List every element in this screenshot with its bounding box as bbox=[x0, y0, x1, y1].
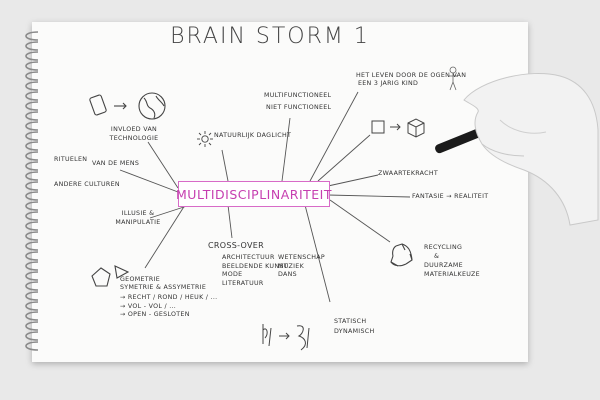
phone-to-globe-sketch bbox=[89, 92, 166, 120]
crossover-item: WETENSCHAP bbox=[278, 254, 325, 261]
crossover-item: DANS bbox=[278, 271, 297, 278]
square-to-cube-sketch bbox=[371, 118, 425, 138]
note-crossover: CROSS-OVER bbox=[208, 241, 264, 250]
crossover-item: MUZIEK bbox=[278, 262, 305, 270]
note-not-functional: NIET FUNCTIONEEL bbox=[266, 104, 332, 111]
child-figure-sketch bbox=[449, 66, 457, 91]
note-sustainable: DUURZAME MATERIALKEUZE bbox=[424, 262, 480, 278]
note-life-line1: HET LEVEN DOOR DE OGEN VAN bbox=[356, 72, 467, 79]
note-illusion: ILLUSIE & MANIPULATIE bbox=[115, 210, 161, 226]
note-gravity: ZWAARTEKRACHT bbox=[378, 170, 439, 177]
crossover-item: ARCHITECTUUR bbox=[222, 254, 275, 261]
spiral-binding bbox=[25, 31, 39, 351]
pentagon-triangle-sketch bbox=[91, 265, 130, 287]
crossover-item: MODE bbox=[222, 271, 243, 278]
central-topic: MULTIDISCIPLINARITEIT bbox=[176, 181, 332, 207]
crossover-list-left: ARCHITECTUUR BEELDENDE KUNST MODE LITERA… bbox=[222, 254, 288, 288]
geometry-item: → OPEN - GESLOTEN bbox=[120, 311, 190, 318]
note-recycling-and: & bbox=[434, 253, 440, 260]
crossover-item: BEELDENDE KUNST bbox=[222, 262, 288, 270]
note-life-line2: EEN 3 JARIG KIND bbox=[358, 80, 419, 87]
hand-holding-pen bbox=[435, 73, 599, 226]
page-title: BRAIN STORM 1 bbox=[170, 24, 370, 49]
note-dynamic: DYNAMISCH bbox=[334, 328, 375, 335]
note-symmetry: SYMETRIE & ASSYMETRIE bbox=[120, 284, 207, 291]
geometry-list: → RECHT / ROND / HEUK / ... → VOL - VOL … bbox=[120, 294, 217, 320]
note-static: STATISCH bbox=[334, 318, 367, 325]
geometry-item: → RECHT / ROND / HEUK / ... bbox=[120, 294, 218, 301]
note-technology: INVLOED VAN TECHNOLOGIE bbox=[109, 126, 159, 142]
crossover-list-right: WETENSCHAP MUZIEK DANS bbox=[278, 254, 325, 280]
sun-icon bbox=[197, 131, 213, 147]
note-other-cultures: ANDERE CULTUREN bbox=[54, 181, 120, 188]
note-of-mankind: VAN DE MENS bbox=[92, 160, 140, 167]
note-geometry: GEOMETRIE bbox=[120, 276, 160, 283]
note-recycling: RECYCLING bbox=[424, 244, 463, 251]
note-daylight: NATUURLIJK DAGLICHT bbox=[214, 132, 292, 139]
recycling-icon bbox=[390, 243, 413, 267]
geometry-item: → VOL - VOL / ... bbox=[120, 302, 177, 310]
note-multifunctional: MULTIFUNCTIONEEL bbox=[264, 92, 332, 99]
note-rituals: RITUELEN bbox=[54, 156, 88, 163]
crossover-item: LITERATUUR bbox=[222, 279, 264, 287]
signature-sketch bbox=[262, 324, 310, 351]
note-fantasy: FANTASIE → REALITEIT bbox=[412, 193, 489, 200]
